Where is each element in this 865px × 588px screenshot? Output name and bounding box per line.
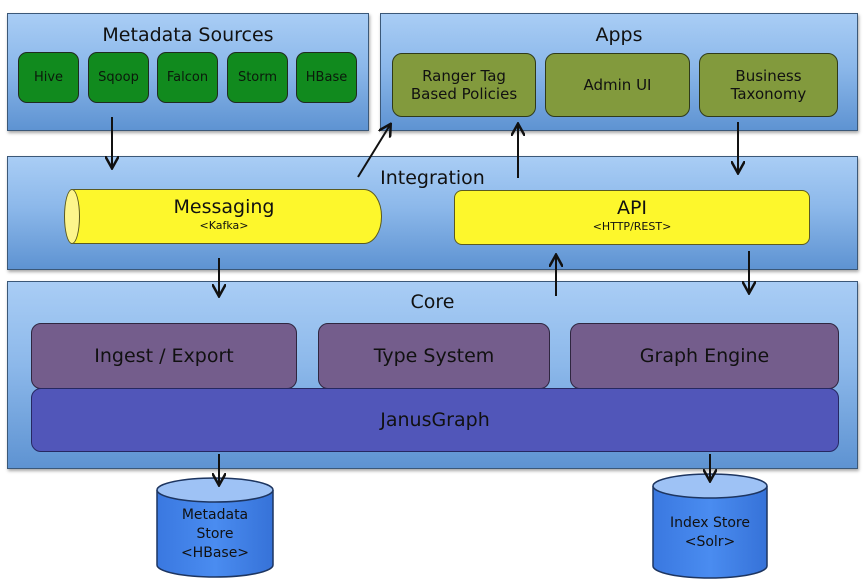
api-sub-label: <HTTP/REST> bbox=[592, 220, 672, 233]
source-label: Hive bbox=[33, 69, 64, 85]
index-store-label: Index Store <Solr> bbox=[653, 514, 767, 552]
api-label: API bbox=[616, 197, 648, 219]
metadata-sources-panel: Metadata Sources Hive Sqoop Falcon Storm… bbox=[7, 13, 369, 131]
app-label: Admin UI bbox=[583, 76, 652, 94]
core-module-type-system[interactable]: Type System bbox=[318, 323, 550, 389]
app-label-line1: Business bbox=[735, 67, 802, 85]
integration-title: Integration bbox=[380, 167, 485, 189]
store-label-line: Index Store bbox=[670, 515, 750, 531]
source-label: Storm bbox=[237, 69, 278, 85]
app-admin-ui[interactable]: Admin UI bbox=[545, 53, 690, 117]
app-business-taxonomy[interactable]: Business Taxonomy bbox=[699, 53, 838, 117]
app-label-line2: Based Policies bbox=[410, 85, 518, 103]
source-label: HBase bbox=[305, 69, 348, 85]
source-sqoop[interactable]: Sqoop bbox=[88, 52, 149, 103]
messaging-sub-label: <Kafka> bbox=[199, 219, 249, 232]
janusgraph-layer[interactable]: JanusGraph bbox=[31, 388, 839, 452]
metadata-sources-title: Metadata Sources bbox=[102, 24, 274, 46]
janusgraph-label: JanusGraph bbox=[380, 408, 490, 431]
core-module-graph-engine[interactable]: Graph Engine bbox=[570, 323, 839, 389]
messaging-component[interactable]: Messaging <Kafka> bbox=[66, 189, 382, 244]
store-label-line: <Solr> bbox=[684, 533, 736, 550]
app-ranger-tag-policies[interactable]: Ranger Tag Based Policies bbox=[392, 53, 536, 117]
source-hive[interactable]: Hive bbox=[18, 52, 79, 103]
app-label-line1: Ranger Tag bbox=[422, 67, 506, 85]
apps-panel: Apps Ranger Tag Based Policies Admin UI … bbox=[380, 13, 858, 131]
core-panel: Core Ingest / Export Type System Graph E… bbox=[7, 281, 858, 469]
core-module-label: Ingest / Export bbox=[94, 344, 234, 367]
source-falcon[interactable]: Falcon bbox=[157, 52, 218, 103]
source-label: Falcon bbox=[166, 69, 209, 85]
app-label-line2: Taxonomy bbox=[730, 85, 807, 103]
core-module-label: Type System bbox=[373, 344, 495, 367]
store-label-line: Metadata bbox=[181, 507, 249, 523]
integration-panel: Integration Messaging <Kafka> API <HTTP/… bbox=[7, 156, 858, 270]
store-label-line: Store bbox=[196, 525, 234, 542]
messaging-label: Messaging bbox=[173, 196, 275, 218]
core-title: Core bbox=[410, 291, 455, 313]
store-label-line: <HBase> bbox=[180, 544, 250, 561]
source-hbase[interactable]: HBase bbox=[296, 52, 357, 103]
source-label: Sqoop bbox=[98, 69, 139, 85]
source-storm[interactable]: Storm bbox=[227, 52, 288, 103]
core-module-label: Graph Engine bbox=[639, 344, 770, 367]
core-module-ingest-export[interactable]: Ingest / Export bbox=[31, 323, 297, 389]
messaging-cylinder-end bbox=[64, 189, 80, 244]
apps-title: Apps bbox=[595, 24, 643, 46]
api-component[interactable]: API <HTTP/REST> bbox=[454, 190, 810, 245]
metadata-store-label: Metadata Store <HBase> bbox=[157, 506, 273, 563]
